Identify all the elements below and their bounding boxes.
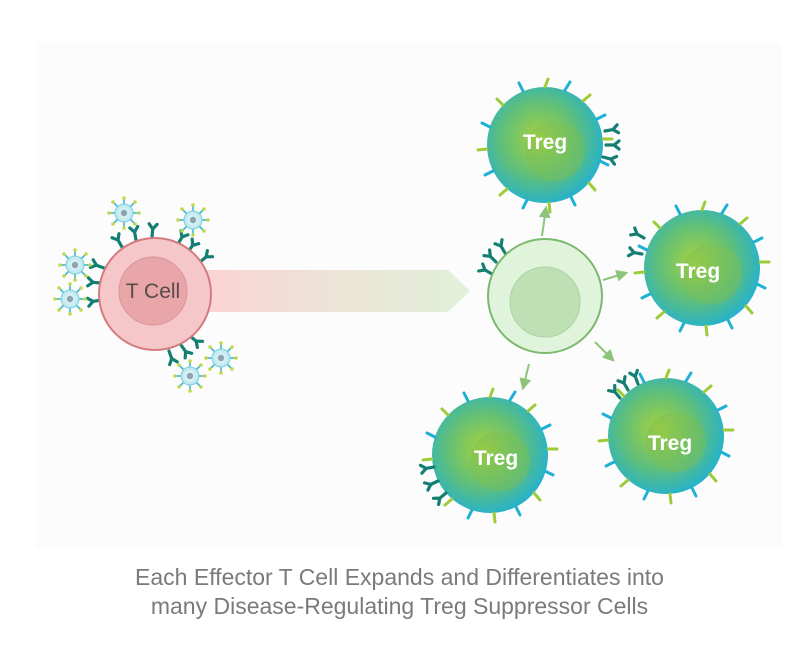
diagram-caption: Each Effector T Cell Expands and Differe… [0,563,799,621]
caption-line-1: Each Effector T Cell Expands and Differe… [135,564,664,590]
treg-cell: Treg [476,77,621,214]
caption-line-2: many Disease-Regulating Treg Suppressor … [150,593,649,619]
effector-t-cell: T Cell [52,195,239,394]
treg-cell: Treg [597,368,735,505]
treg-label: Treg [474,447,518,470]
treg-cell: Treg [626,200,771,337]
treg-cell: Treg [418,387,559,524]
t-cell-nucleus [118,256,188,326]
differentiating-cell [477,238,603,354]
expansion-arrows [519,205,629,391]
treg-label: Treg [648,432,692,455]
treg-label: Treg [676,260,720,283]
treg-label: Treg [523,131,567,154]
t-cell-label: T Cell [126,280,180,303]
differentiation-arrow [205,270,470,312]
